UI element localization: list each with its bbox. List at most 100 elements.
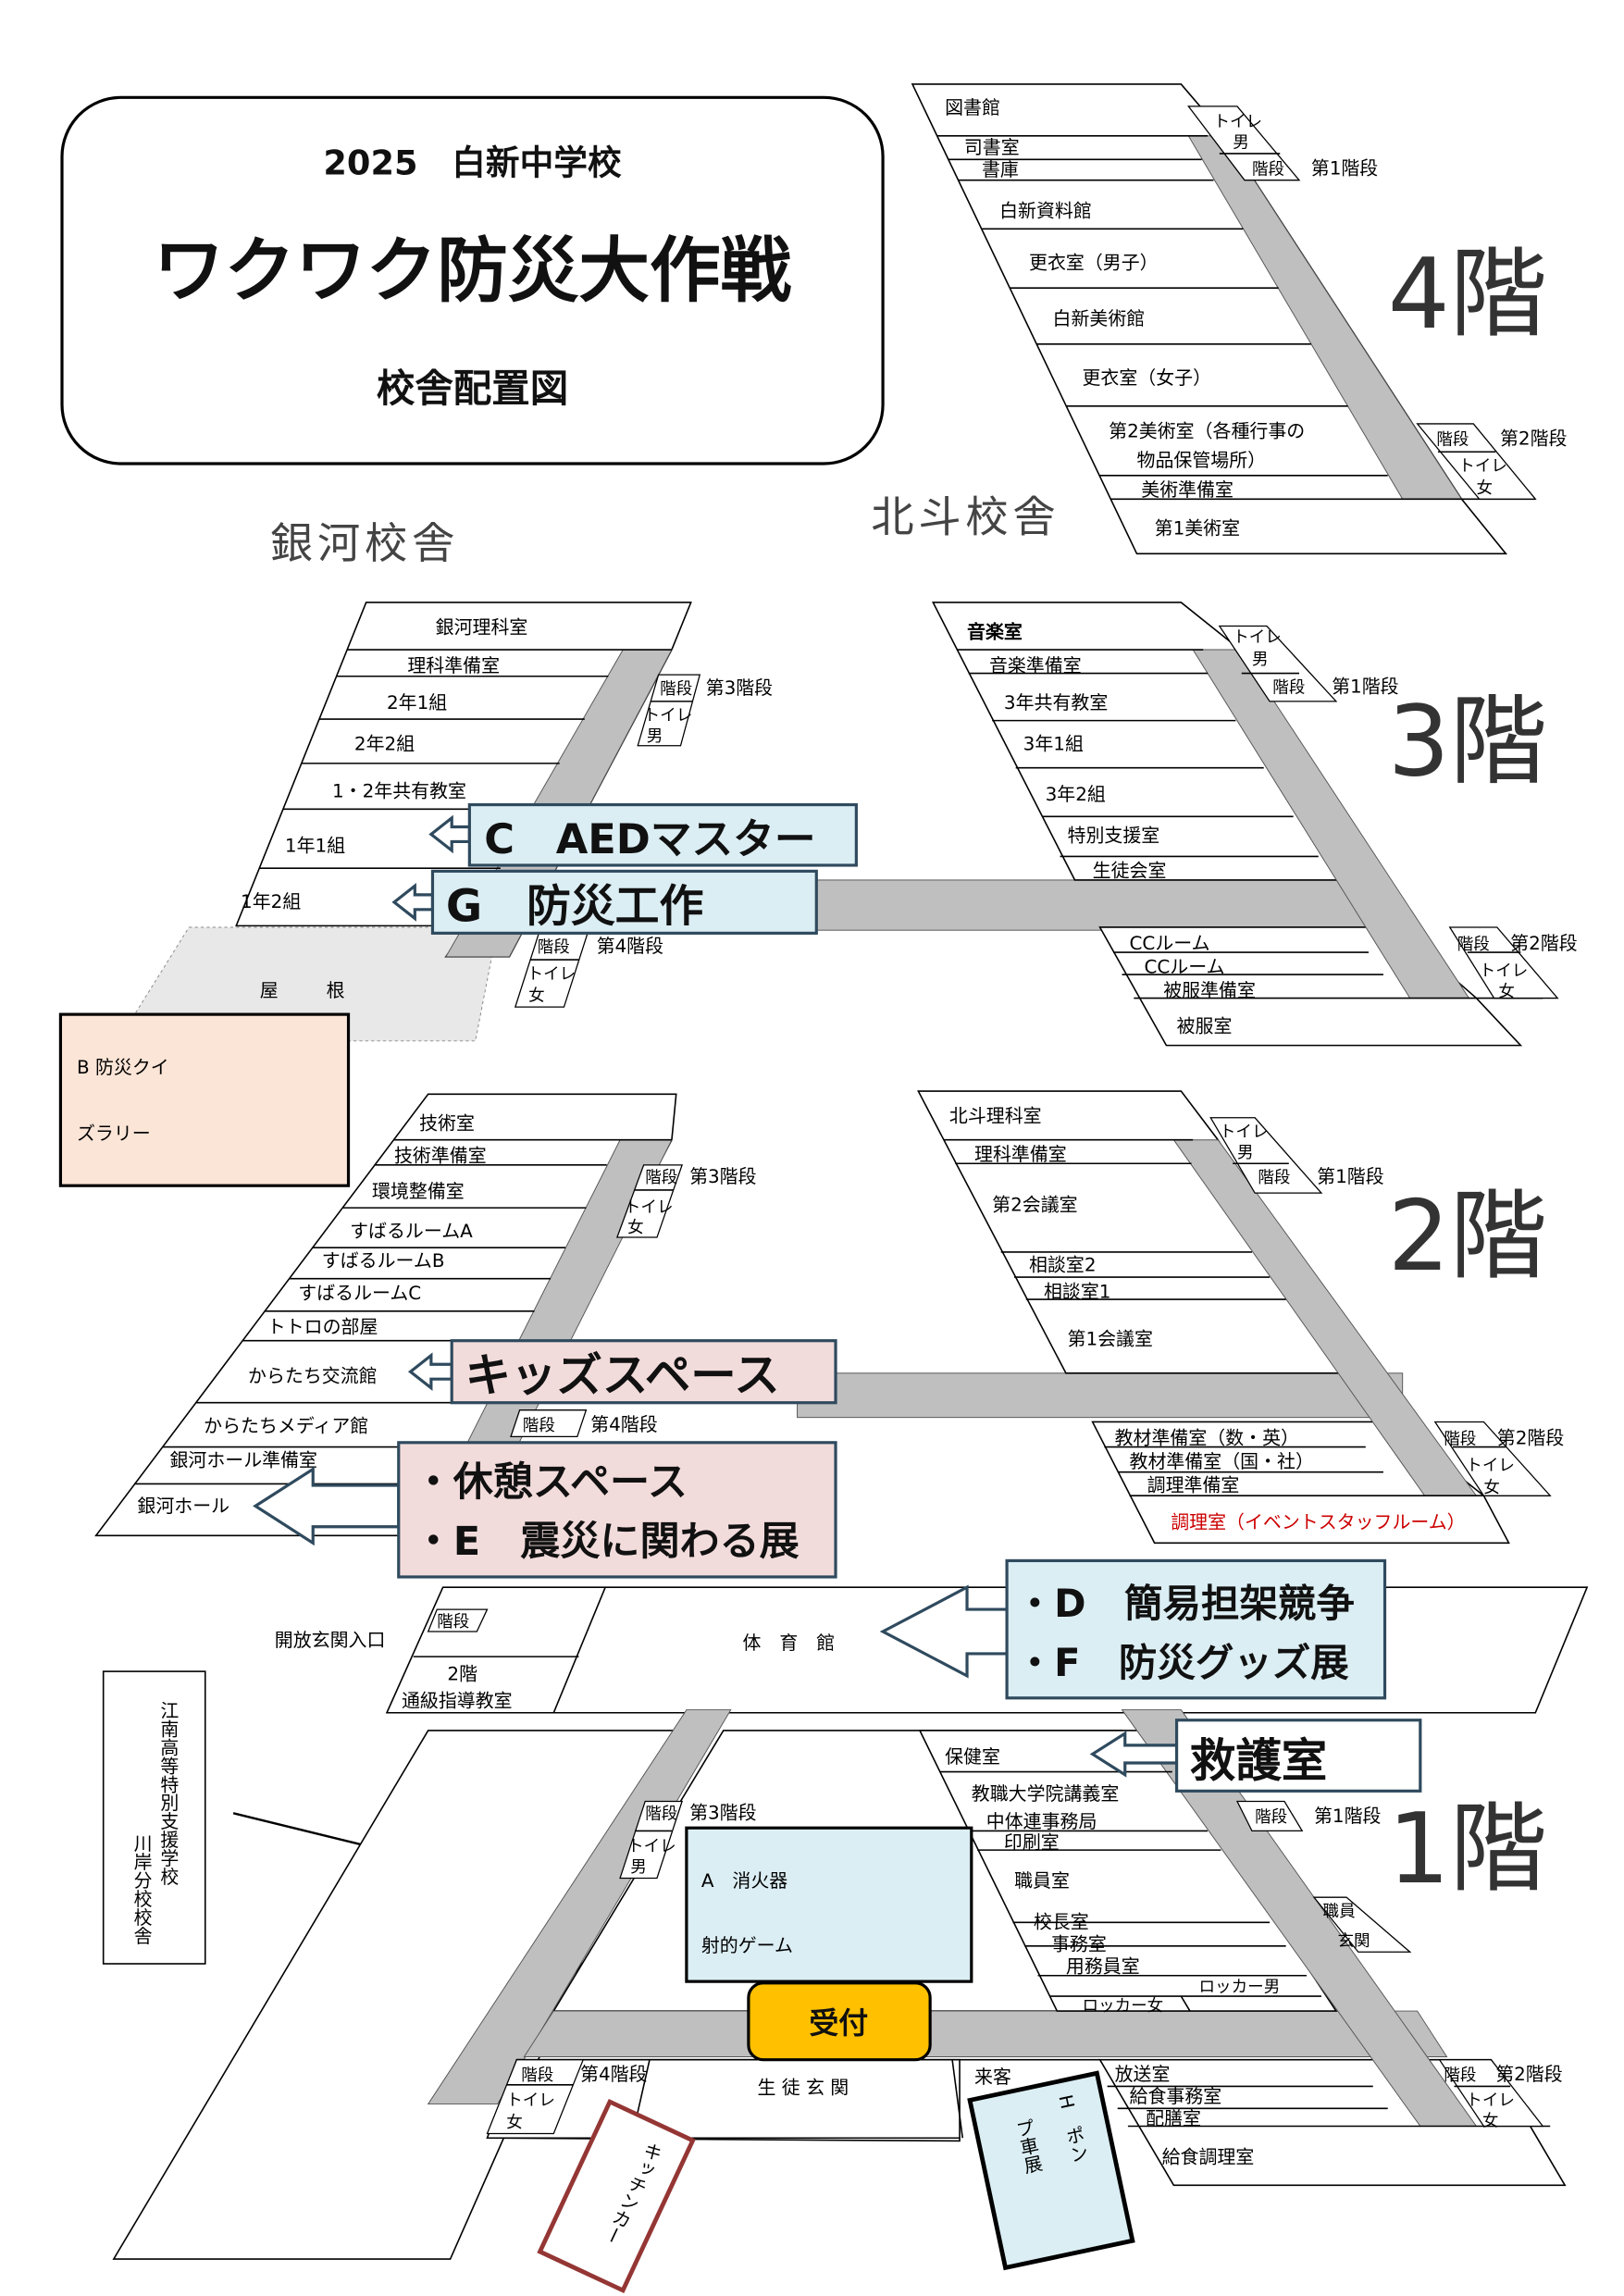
event-f-label: ・F 防災グッズ展 xyxy=(1016,1640,1350,1685)
stairs-name: 第1階段 xyxy=(1314,1805,1382,1827)
floor4-hokuto: 図書館 司書室 書庫 白新資料館 更衣室（男子） 白新美術館 更衣室（女子） 第… xyxy=(911,83,1568,555)
event-staff-room-label: 調理室（イベントスタッフルーム） xyxy=(1171,1510,1465,1533)
room-label: すばるルームA xyxy=(350,1220,473,1242)
room-label: 生徒会室 xyxy=(1093,860,1167,882)
toilet-label: トイレ xyxy=(1213,113,1262,131)
stairs-name: 第2階段 xyxy=(1500,427,1568,449)
room-label: 教職大学院講義室 xyxy=(972,1782,1120,1805)
room-label: 事務室 xyxy=(1051,1933,1107,1955)
building-hokuto-label: 北斗校舎 xyxy=(871,491,1060,541)
toilet-label: トイレ xyxy=(627,1838,676,1856)
room-label: 特別支援室 xyxy=(1068,824,1160,846)
room-label: からたち交流館 xyxy=(248,1364,378,1386)
stairs-label: 階段 xyxy=(521,2066,553,2085)
floor2-label: 2階 xyxy=(1388,1179,1547,1293)
toilet-label: トイレ xyxy=(1458,457,1507,476)
staff-entrance-label: 玄関 xyxy=(1337,1932,1370,1951)
toilet-label: 女 xyxy=(528,987,545,1006)
stairs-name: 第3階段 xyxy=(689,1165,757,1187)
stairs-label: 階段 xyxy=(645,1169,677,1187)
room-label: 配膳室 xyxy=(1146,2107,1201,2129)
toilet-label: トイレ xyxy=(1466,1457,1515,1475)
toilet-label: トイレ xyxy=(1220,1123,1269,1142)
room-label: 中体連事務局 xyxy=(986,1810,1097,1832)
event-g-craft: G 防災工作 xyxy=(391,869,818,935)
toilet-label: 男 xyxy=(1233,134,1249,153)
room-label: 教材準備室（国・社） xyxy=(1130,1450,1314,1472)
room-label: 被服準備室 xyxy=(1163,979,1256,1001)
toilet-label: 男 xyxy=(630,1858,647,1877)
room-label: 第2美術室（各種行事の xyxy=(1109,419,1305,441)
stairs-name: 第4階段 xyxy=(590,1413,658,1435)
stairs-name: 第1階段 xyxy=(1311,156,1379,179)
room-label: 美術準備室 xyxy=(1141,478,1233,501)
stairs-label: 階段 xyxy=(1272,678,1305,697)
room-label: すばるルームB xyxy=(322,1249,445,1272)
toilet-label: 男 xyxy=(647,727,663,746)
room-label: 放送室 xyxy=(1115,2063,1171,2085)
room-label: 技術準備室 xyxy=(394,1145,487,1167)
event-b-label: B 防災クイ xyxy=(77,1056,169,1078)
toilet-label: 女 xyxy=(1498,983,1515,1001)
room-label: 2年2組 xyxy=(354,733,415,755)
room-label: 給食調理室 xyxy=(1162,2145,1255,2167)
room-label: 環境整備室 xyxy=(372,1180,465,1202)
stairs-label: 階段 xyxy=(1436,430,1469,449)
room-label: 2年1組 xyxy=(387,691,447,714)
toilet-label: 男 xyxy=(1237,1144,1254,1162)
stairs-name: 第2階段 xyxy=(1497,1426,1565,1448)
floor2-hokuto: 北斗理科室 理科準備室 第2会議室 相談室2 相談室1 第1会議室 教材準備室（… xyxy=(917,1090,1565,1545)
stairs-name: 第2階段 xyxy=(1495,2063,1563,2085)
event-a-extinguisher: A 消火器 射的ゲーム xyxy=(685,1826,973,1983)
event-e-rest-area: ・休憩スペース ・E 震災に関わる展 xyxy=(253,1441,837,1579)
room-label: CCルーム xyxy=(1144,955,1224,977)
roof xyxy=(117,926,499,1042)
room-label: 図書館 xyxy=(945,96,1000,118)
floor1-hokuto: 保健室 教職大学院講義室 中体連事務局 印刷室 職員室 校長室 事務室 用務員室… xyxy=(918,1709,1567,2187)
staff-entrance-label: 職員 xyxy=(1323,1903,1356,1921)
building-ginga-label: 銀河校舎 xyxy=(270,518,459,568)
room-label: 3年共有教室 xyxy=(1004,691,1108,714)
first-aid-label: 救護室 xyxy=(1190,1733,1327,1787)
stairs-label: 階段 xyxy=(1444,1430,1476,1448)
room-label: 銀河理科室 xyxy=(436,615,528,638)
page-title: ワクワク防災大作戦 xyxy=(154,230,792,313)
kids-space-label: キッズスペース xyxy=(465,1348,780,1402)
floor2-ginga: 技術室 技術準備室 環境整備室 すばるルームA すばるルームB すばるルームC … xyxy=(94,1093,1404,1537)
toilet-label: トイレ xyxy=(527,965,576,984)
room-label: 技術室 xyxy=(419,1112,475,1135)
room-label: 理科準備室 xyxy=(974,1143,1067,1165)
floor1-label: 1階 xyxy=(1388,1792,1547,1905)
gym-label: 体 育 館 xyxy=(743,1632,836,1654)
room-label: 1・2年共有教室 xyxy=(332,780,466,802)
event-h-pump-truck: H ポン プ車展 xyxy=(967,2070,1135,2271)
toilet-label: トイレ xyxy=(1480,962,1529,981)
room-label: 更衣室（男子） xyxy=(1029,251,1159,273)
branch-school-note: 江南高等特別支援学校 川岸分校校舎 xyxy=(102,1670,407,1965)
stairs-label: 階段 xyxy=(1444,2066,1476,2085)
room-label: からたちメディア館 xyxy=(204,1415,368,1437)
reception: 受付 xyxy=(747,1981,932,2062)
room-label: 職員室 xyxy=(1014,1869,1070,1892)
room-label: 更衣室（女子） xyxy=(1082,366,1211,389)
floor4-label: 4階 xyxy=(1388,237,1547,351)
room-label: 音楽準備室 xyxy=(989,654,1082,676)
room-label: 第1美術室 xyxy=(1155,517,1240,540)
stairs-name: 第4階段 xyxy=(597,935,664,957)
room-label: トトロの部屋 xyxy=(267,1316,378,1338)
event-e-label: ・E 震災に関わる展 xyxy=(414,1519,800,1565)
event-c-label: C AEDマスター xyxy=(484,815,815,863)
room-label: 理科準備室 xyxy=(407,654,500,676)
event-a-label: A 消火器 xyxy=(701,1869,787,1892)
rest-space-label: ・休憩スペース xyxy=(414,1459,688,1506)
toilet-label: 女 xyxy=(1476,479,1493,498)
room-label: 司書室 xyxy=(964,136,1020,158)
stairs-label: 階段 xyxy=(1252,160,1284,179)
toilet-label: 女 xyxy=(627,1219,644,1237)
stairs-label: 階段 xyxy=(645,1806,677,1824)
event-a-label: 射的ゲーム xyxy=(701,1934,793,1956)
stairs-name: 第3階段 xyxy=(689,1802,757,1824)
stairs-name: 第3階段 xyxy=(706,676,774,699)
room-label: 印刷室 xyxy=(1004,1831,1060,1854)
year-school-text: 2025 白新中学校 xyxy=(323,143,622,182)
